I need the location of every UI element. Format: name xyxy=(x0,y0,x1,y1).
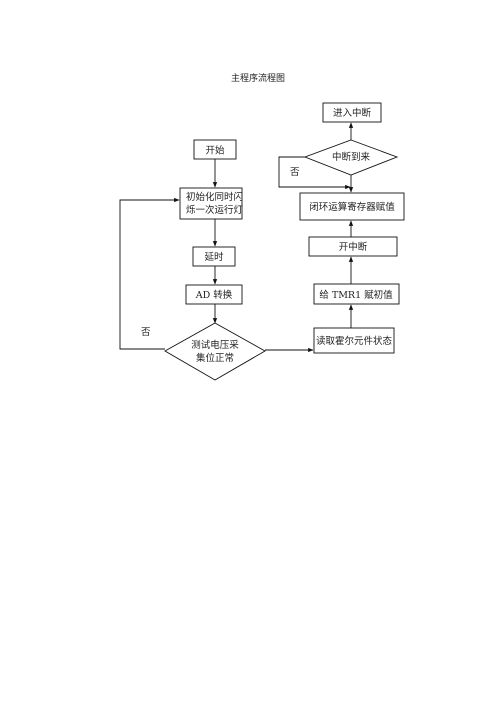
test-decision-node xyxy=(164,322,266,381)
no-label-left: 否 xyxy=(141,327,151,338)
int-arrive-decision-node xyxy=(303,139,399,176)
init-label-line1: 初始化同时闪 xyxy=(186,191,243,203)
read-hall-label: 读取霍尔元件状态 xyxy=(316,335,393,347)
read-hall-node xyxy=(313,327,395,354)
init-label-line2: 烁一次运行灯 xyxy=(186,204,244,216)
delay-label: 延时 xyxy=(204,251,224,263)
ad-label: AD 转换 xyxy=(195,289,233,301)
test-label-line1: 测试电压采 xyxy=(191,339,239,351)
closed-loop-label: 闭环运算寄存器赋值 xyxy=(309,201,395,213)
tmr1-label: 给 TMR1 赋初值 xyxy=(319,289,393,301)
open-int-node xyxy=(308,236,398,257)
closed-loop-node xyxy=(299,192,405,221)
open-int-label: 开中断 xyxy=(339,241,368,253)
no-label-top: 否 xyxy=(290,167,300,178)
ad-node xyxy=(185,284,243,305)
diagram-title: 主程序流程图 xyxy=(231,72,285,84)
enter-int-node xyxy=(322,102,382,123)
enter-int-label: 进入中断 xyxy=(333,107,372,119)
arrow-test-no-to-init xyxy=(119,197,180,350)
tmr1-node xyxy=(313,283,400,305)
start-label: 开始 xyxy=(205,145,225,157)
init-node xyxy=(179,187,243,220)
delay-node xyxy=(192,246,236,267)
test-label-line2: 集位正常 xyxy=(196,352,234,364)
int-arrive-label: 中断到来 xyxy=(332,151,371,163)
arrow-intarrive-no-loop xyxy=(278,156,351,190)
